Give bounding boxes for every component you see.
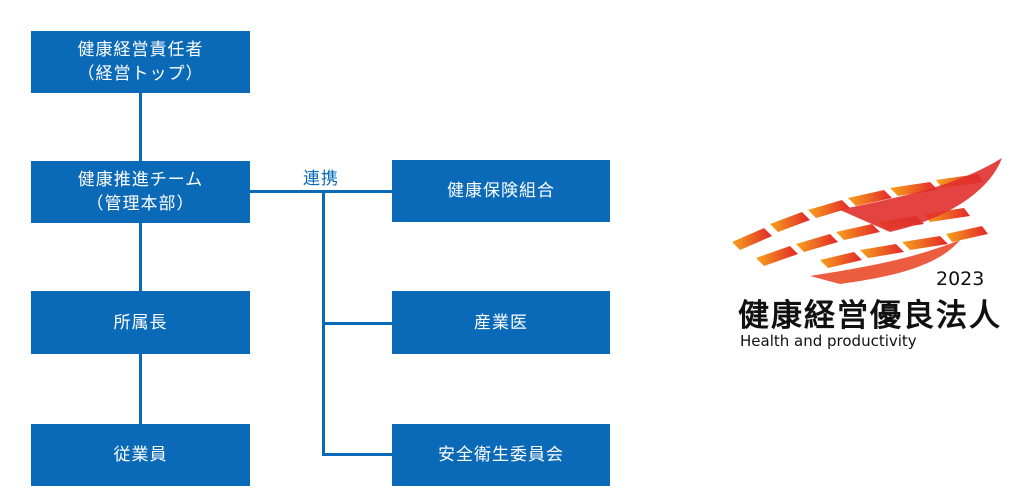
certification-year: 2023	[936, 268, 985, 290]
link-label: 連携	[303, 169, 339, 189]
box-health-officer: 健康経営責任者 （経営トップ）	[31, 31, 250, 93]
connector-team-manager	[139, 222, 142, 291]
connector-team-partners	[249, 190, 392, 193]
box-employees: 従業員	[31, 424, 250, 486]
certification-subtitle: Health and productivity	[740, 332, 917, 350]
box-health-insurance: 健康保険組合	[392, 160, 610, 222]
box-safety-committee: 安全衛生委員会	[392, 424, 610, 486]
box-industrial-doctor: 産業医	[392, 291, 610, 354]
box-health-team: 健康推進チーム （管理本部）	[31, 161, 250, 223]
connector-doctor	[322, 322, 392, 325]
connector-manager-employees	[139, 354, 142, 424]
certification-logo	[732, 158, 1002, 284]
certification-title: 健康経営優良法人	[738, 298, 1002, 334]
connector-committee	[322, 453, 392, 456]
connector-top-team	[139, 93, 142, 161]
box-manager: 所属長	[31, 291, 250, 354]
